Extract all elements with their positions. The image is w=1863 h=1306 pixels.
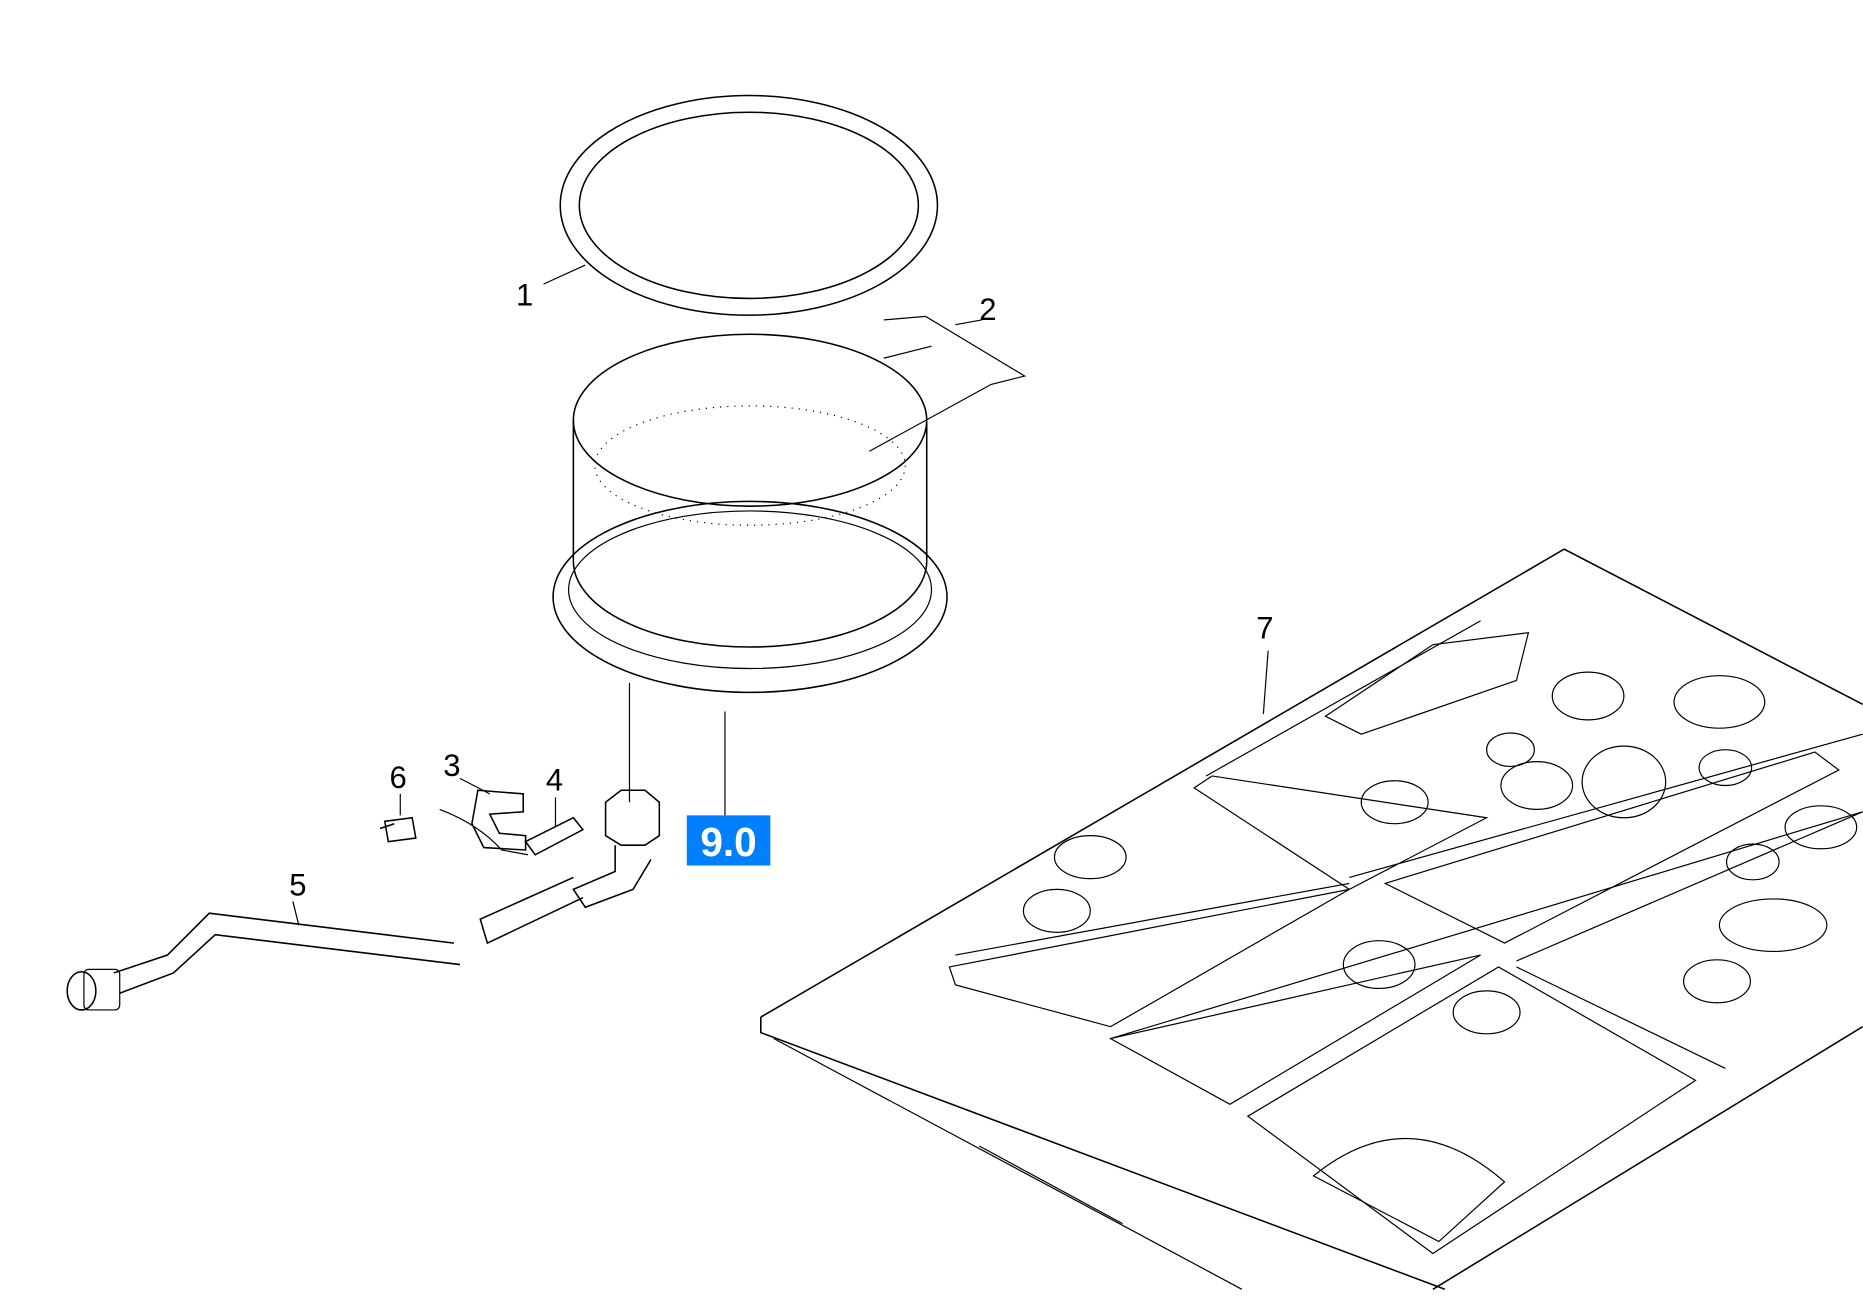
highlight-box [686, 815, 771, 866]
callout-7[interactable]: 7 [1256, 611, 1273, 646]
part-hose-fitting[interactable] [479, 789, 661, 945]
callout-2[interactable]: 2 [979, 292, 996, 327]
part-1-ring[interactable] [543, 94, 939, 316]
part-4-sleeve[interactable] [524, 797, 585, 856]
callout-4[interactable]: 4 [546, 762, 563, 797]
highlight-label: 9.0 [700, 819, 756, 865]
callout-6[interactable]: 6 [390, 760, 407, 795]
part-7-base-plate[interactable] [760, 548, 1863, 1291]
part-2-filter-basket[interactable] [552, 315, 1027, 694]
callout-3[interactable]: 3 [443, 748, 460, 783]
part-6-clip[interactable] [379, 793, 417, 843]
callout-9-0-highlight[interactable]: 9.0 [686, 815, 771, 866]
part-3-bracket[interactable] [439, 777, 529, 856]
part-5-pipe[interactable] [66, 901, 461, 1011]
callout-5[interactable]: 5 [289, 867, 306, 902]
callout-1[interactable]: 1 [516, 278, 533, 313]
